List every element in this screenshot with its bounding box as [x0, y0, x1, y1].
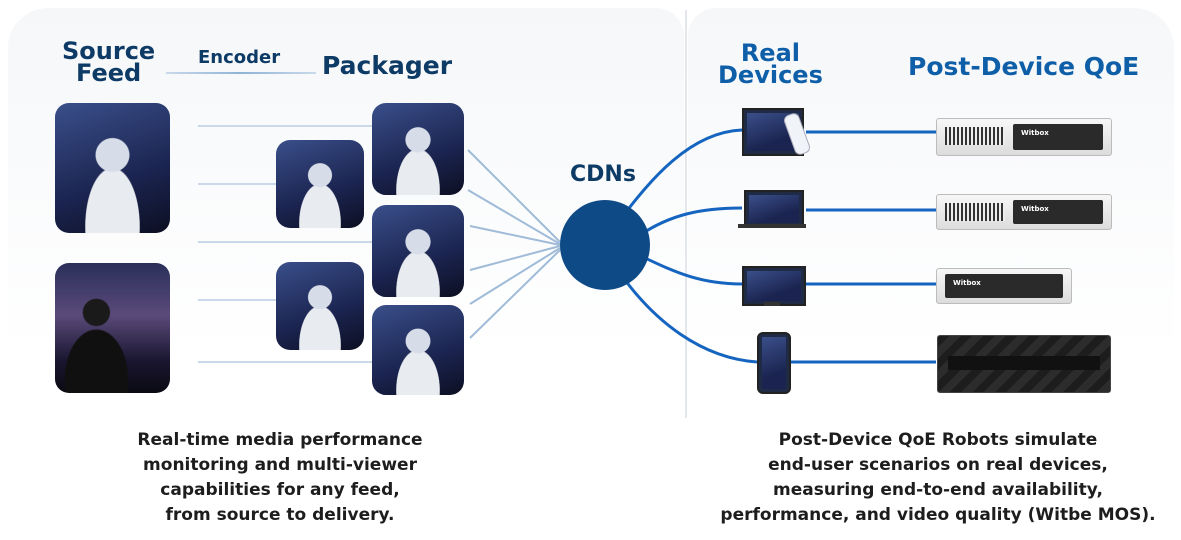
source-feed-title: Source Feed: [62, 37, 156, 87]
packager-cdn-line: [469, 225, 561, 246]
witbox-brand: Witbox: [1021, 205, 1049, 213]
left-caption-line: Real-time media performance: [137, 430, 423, 450]
packager-cdn-line: [467, 189, 561, 245]
packager-thumbnail: [372, 205, 464, 297]
tv-device: [742, 266, 806, 306]
post-device-qoe-title: Post-Device QoE: [908, 52, 1140, 81]
right-caption: Post-Device QoE Robots simulate end-user…: [700, 428, 1176, 528]
witbox-brand: Witbox: [1021, 129, 1049, 137]
right-caption-line: Post-Device QoE Robots simulate: [778, 430, 1098, 450]
cdn-label: CDNs: [570, 162, 636, 187]
laptop-device: [744, 190, 804, 228]
encoder-label: Encoder: [198, 47, 281, 68]
source-feed-image: [55, 103, 170, 233]
cdn-device-line: [623, 279, 758, 364]
source-feed-line-2: Feed: [76, 59, 142, 87]
cdn-device-line: [644, 256, 743, 286]
left-caption-line: from source to delivery.: [165, 505, 395, 525]
right-caption-line: measuring end-to-end availability,: [773, 480, 1103, 500]
real-devices-line-1: Real: [740, 39, 801, 67]
witbox-unit: Witbox: [936, 268, 1072, 304]
packager-cdn-line: [467, 149, 561, 243]
witbox-brand: Witbox: [953, 279, 981, 287]
packager-cdn-line: [469, 249, 561, 339]
encoder-thumbnail: [276, 262, 364, 350]
right-caption-line: performance, and video quality (Witbe MO…: [720, 505, 1156, 525]
packager-thumbnail: [372, 305, 464, 395]
right-caption-line: end-user scenarios on real devices,: [768, 455, 1108, 475]
left-caption: Real-time media performance monitoring a…: [60, 428, 500, 528]
witbox-unit: Witbox: [936, 194, 1112, 230]
encoder-line: [166, 72, 316, 74]
phone-device: [757, 332, 791, 394]
tv-stand: [764, 302, 780, 306]
packager-title: Packager: [322, 51, 453, 80]
real-devices-title: Real Devices: [718, 39, 823, 89]
cdn-node: [560, 200, 650, 290]
cdn-device-line: [618, 128, 743, 221]
packager-cdn-line: [469, 247, 561, 305]
witbox-rack-unit: [937, 335, 1111, 393]
laptop-base: [738, 224, 806, 228]
packager-cdn-line: [469, 245, 561, 271]
encoder-thumbnail: [276, 140, 364, 228]
left-caption-line: capabilities for any feed,: [160, 480, 400, 500]
real-devices-line-2: Devices: [718, 61, 823, 89]
witbox-unit: Witbox: [936, 118, 1112, 156]
source-camera-image: [55, 263, 170, 393]
left-caption-line: monitoring and multi-viewer: [143, 455, 417, 475]
cdn-device-line: [639, 206, 743, 237]
source-feed-line-1: Source: [62, 37, 156, 65]
packager-thumbnail: [372, 103, 464, 195]
